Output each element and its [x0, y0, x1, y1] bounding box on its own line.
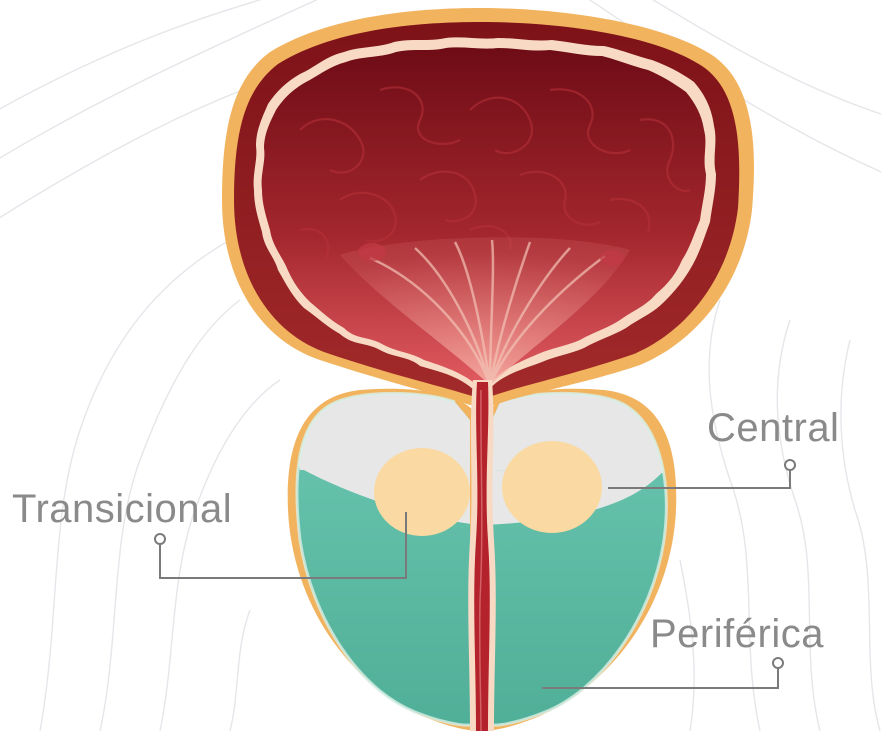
urethra	[468, 380, 496, 731]
label-transitional: Transicional	[12, 487, 232, 531]
label-peripheral: Periférica	[650, 612, 824, 656]
transitional-zone-left	[374, 448, 470, 536]
left-lobe	[280, 380, 480, 731]
label-central: Central	[707, 406, 839, 450]
transitional-zone-right	[502, 441, 602, 533]
